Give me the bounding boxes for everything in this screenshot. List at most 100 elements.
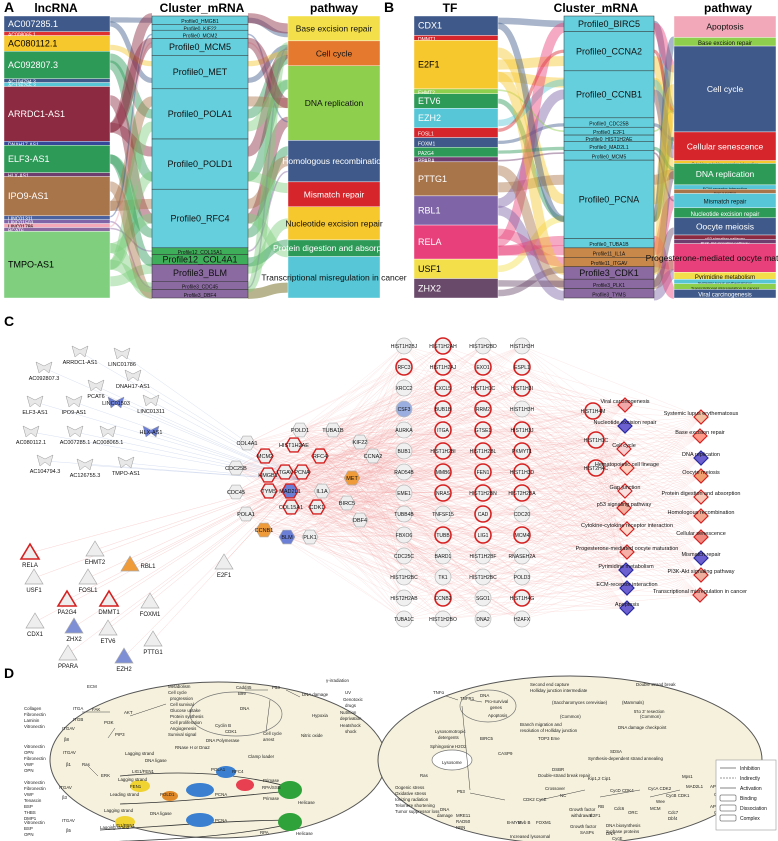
lncrna-node-arrdc1-as1[interactable] [71, 345, 89, 358]
mrna-node-cdc25b[interactable] [227, 460, 245, 476]
mrna-node-col15a1[interactable] [282, 499, 300, 515]
tf-node-zhx2[interactable] [64, 617, 84, 634]
gene-node-cdc20[interactable] [513, 505, 531, 523]
tf-node-ezh2[interactable] [114, 647, 134, 664]
lncrna-node-linc01503[interactable] [107, 396, 125, 409]
pathway-node-pi3k-akt-signaling-pathway[interactable] [693, 567, 709, 583]
mrna-node-tuba1b[interactable] [324, 422, 342, 438]
gene-node-hist1h2bl[interactable] [474, 442, 492, 460]
gene-node-hist2h2ab[interactable] [395, 589, 413, 607]
gene-node-cxcl5[interactable] [434, 379, 452, 397]
tf-node-foxm1[interactable] [140, 592, 160, 609]
lncrna-node-ac080112-1[interactable] [22, 425, 40, 438]
mrna-node-met[interactable] [343, 470, 361, 486]
pathway-node-base-excision-repair[interactable] [692, 428, 708, 444]
mrna-node-mcm2[interactable] [256, 448, 274, 464]
lncrna-node-ipo9-as1[interactable] [65, 395, 83, 408]
pathway-node-viral-carcinogenesis[interactable] [617, 397, 633, 413]
mrna-node-blm[interactable] [278, 529, 296, 545]
pathway-node-nucleotide-excision-repair[interactable] [617, 418, 633, 434]
gene-node-h2afx[interactable] [513, 610, 531, 628]
mrna-node-col4a1[interactable] [238, 435, 256, 451]
gene-node-dna2[interactable] [474, 610, 492, 628]
gene-node-sgo1[interactable] [474, 589, 492, 607]
gene-node-hist1h1c[interactable] [474, 379, 492, 397]
tf-node-pttg1[interactable] [143, 630, 163, 647]
mrna-node-il1a[interactable] [313, 483, 331, 499]
lncrna-node-hlx-as1[interactable] [142, 425, 160, 438]
lncrna-node-linc01786[interactable] [113, 347, 131, 360]
gene-node-hist1h3d[interactable] [513, 463, 531, 481]
tf-node-usf1[interactable] [24, 568, 44, 585]
mrna-node-birc5[interactable] [338, 495, 356, 511]
gene-node-gtse1[interactable] [474, 421, 492, 439]
gene-node-hist1h3j[interactable] [513, 421, 531, 439]
lncrna-node-ac007285-1[interactable] [66, 425, 84, 438]
pathway-node-homologous-recombination[interactable] [693, 508, 709, 524]
gene-node-mcm4[interactable] [513, 526, 531, 544]
gene-node-hist2h2ba[interactable] [513, 484, 531, 502]
gene-node-exo1[interactable] [474, 358, 492, 376]
gene-node-tk1[interactable] [434, 568, 452, 586]
pathway-node-dna-replication[interactable] [693, 450, 709, 466]
tf-node-e2f1[interactable] [214, 553, 234, 570]
gene-node-bub1b[interactable] [434, 400, 452, 418]
tf-node-dmmt1[interactable] [98, 589, 120, 607]
gene-node-bard1[interactable] [434, 547, 452, 565]
pathway-node-hematopoietic-cell-lineage[interactable] [619, 460, 635, 476]
gene-node-ccnb2[interactable] [434, 589, 452, 607]
pathway-node-protein-digestion-and-absorption[interactable] [693, 489, 709, 505]
lncrna-node-pcat6[interactable] [87, 379, 105, 392]
mrna-node-cdk1[interactable] [308, 499, 326, 515]
tf-node-rela[interactable] [19, 542, 41, 560]
gene-node-rfc3[interactable] [395, 358, 413, 376]
pathway-node-cell-cycle[interactable] [616, 441, 632, 457]
gene-node-hist1h2bn[interactable] [474, 484, 492, 502]
gene-node-itga[interactable] [434, 421, 452, 439]
gene-node-pkmyt1[interactable] [513, 442, 531, 460]
gene-node-hist1h2bc[interactable] [395, 568, 413, 586]
gene-node-eme1[interactable] [395, 484, 413, 502]
gene-node-cdc25c[interactable] [395, 547, 413, 565]
mrna-node-itgav[interactable] [276, 464, 294, 480]
pathway-node-mismatch-repair[interactable] [693, 550, 709, 566]
mrna-node-hist1h2ae[interactable] [285, 437, 303, 453]
mrna-node-pcna[interactable] [293, 464, 311, 480]
tf-node-rbl1[interactable] [120, 555, 140, 572]
gene-node-tuba1c[interactable] [395, 610, 413, 628]
gene-node-hist1h3h[interactable] [513, 400, 531, 418]
gene-node-csf3[interactable] [395, 400, 413, 418]
gene-node-pold3[interactable] [513, 568, 531, 586]
mrna-node-tyms[interactable] [260, 483, 278, 499]
lncrna-node-tmpo-as1[interactable] [117, 456, 135, 469]
mrna-node-hmgb1[interactable] [259, 467, 277, 483]
mrna-node-pola1[interactable] [237, 506, 255, 522]
gene-node-espl1[interactable] [513, 358, 531, 376]
gene-node-hist1h1c[interactable] [587, 431, 605, 449]
gene-node-rad54b[interactable] [395, 463, 413, 481]
tf-node-pa2g4[interactable] [56, 589, 78, 607]
gene-node-nras[interactable] [434, 484, 452, 502]
tf-node-ppara[interactable] [58, 644, 78, 661]
gene-node-hist1h4g[interactable] [513, 589, 531, 607]
lncrna-node-ac008065-1[interactable] [99, 425, 117, 438]
gene-node-hist1h4m[interactable] [584, 402, 602, 420]
gene-node-hist1h2aj[interactable] [434, 358, 452, 376]
pathway-node-apoptosis[interactable] [619, 600, 635, 616]
tf-node-ehmt2[interactable] [85, 540, 105, 557]
gene-node-hist1h2bd[interactable] [474, 337, 492, 355]
pathway-node-cytokine-cytokine-receptor-interaction[interactable] [619, 521, 635, 537]
gene-node-rrm2[interactable] [474, 400, 492, 418]
pathway-node-pyrimidine-metabolism[interactable] [618, 562, 634, 578]
lncrna-node-linc01311[interactable] [142, 394, 160, 407]
pathway-node-p53-signaling-pathway[interactable] [616, 500, 632, 516]
gene-node-hist1h2ah[interactable] [434, 337, 452, 355]
gene-node-tubb4b[interactable] [395, 505, 413, 523]
lncrna-node-elf3-as1[interactable] [26, 395, 44, 408]
pathway-node-systemic-lupus-erythematosus[interactable] [693, 409, 709, 425]
mrna-node-plk1[interactable] [301, 529, 319, 545]
gene-node-fbxo6[interactable] [395, 526, 413, 544]
mrna-node-ccnb1[interactable] [255, 522, 273, 538]
pathway-node-progesterone-mediated-oocyte-maturation[interactable] [619, 544, 635, 560]
lncrna-node-ac104794-3[interactable] [36, 454, 54, 467]
